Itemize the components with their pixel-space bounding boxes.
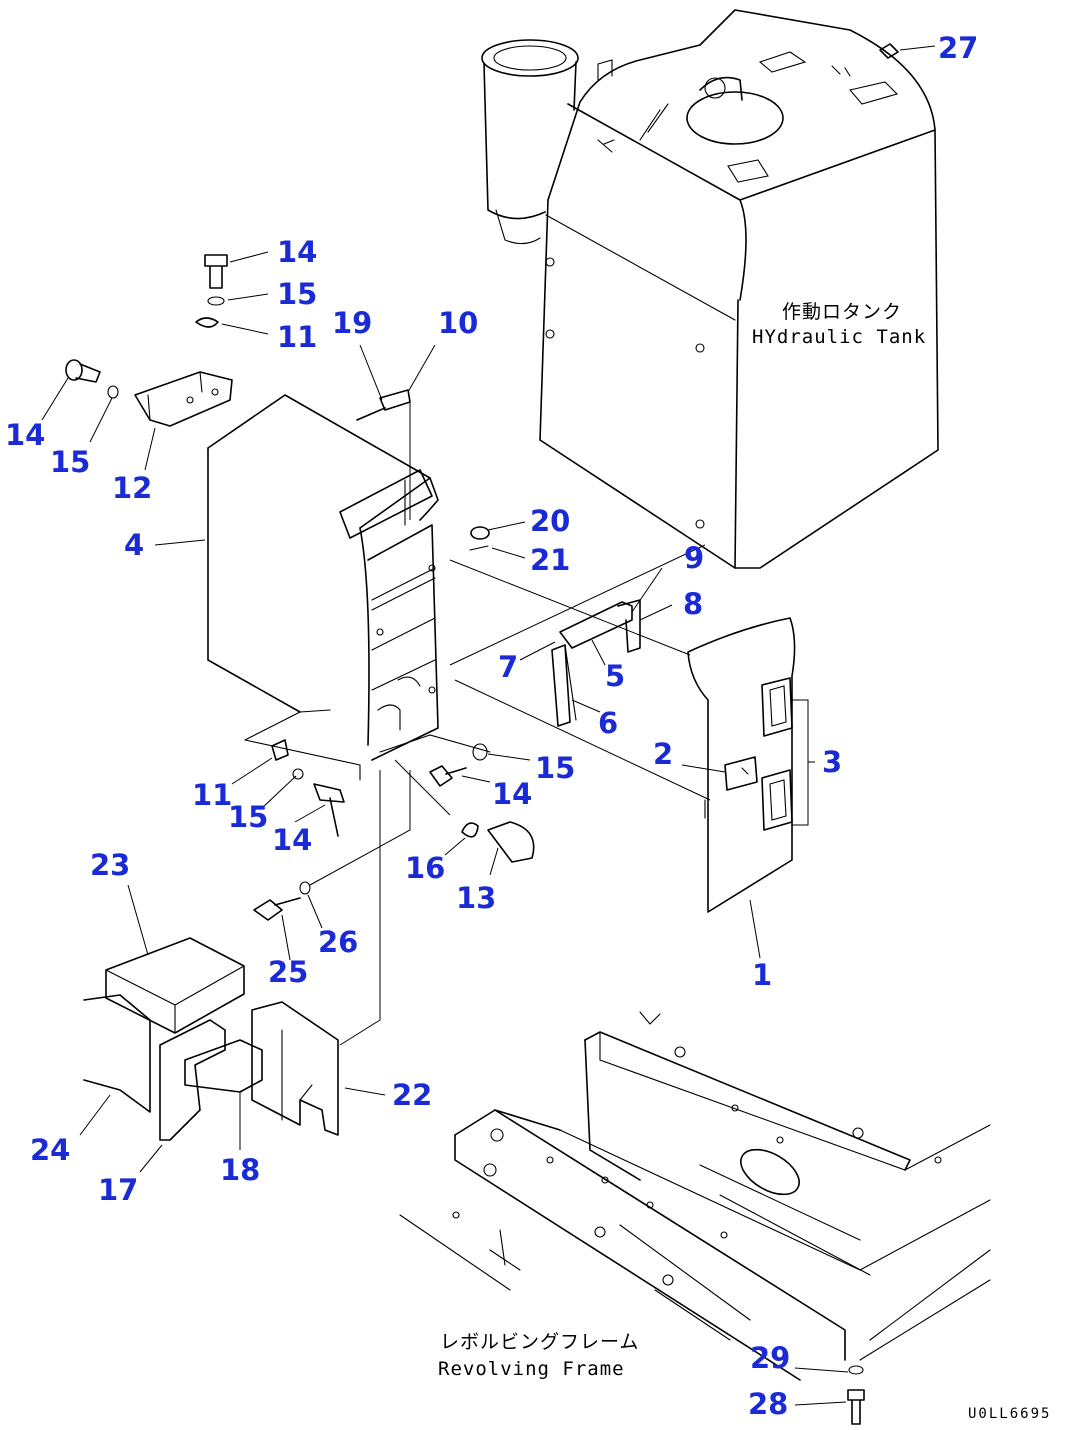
callout-1: 1 [752, 958, 772, 992]
callout-numbers: 1 2 3 4 5 6 7 8 9 10 11 11 12 13 14 14 1… [5, 31, 978, 1421]
callout-8: 8 [683, 587, 703, 621]
revolving-frame [399, 1011, 991, 1381]
callout-12: 12 [112, 471, 152, 505]
callout-11-bottom: 11 [192, 778, 232, 812]
callout-9: 9 [684, 541, 704, 575]
callout-25: 25 [268, 955, 308, 989]
captions: 作動ロタンク HYdraulic Tank レボルビングフレーム Revolvi… [438, 301, 1051, 1422]
callout-10: 10 [438, 306, 478, 340]
callout-6: 6 [598, 706, 618, 740]
callout-14-middle: 14 [492, 777, 532, 811]
callout-28: 28 [748, 1387, 788, 1421]
callout-21: 21 [530, 543, 570, 577]
callout-14-top: 14 [277, 235, 317, 269]
callout-4: 4 [124, 528, 144, 562]
door-panel [687, 617, 796, 913]
hydraulic-tank-caption-jp: 作動ロタンク [782, 301, 902, 323]
handle-bracket [551, 599, 641, 727]
callout-20: 20 [530, 504, 570, 538]
callout-17: 17 [98, 1173, 138, 1207]
bracket [134, 371, 233, 427]
callout-15-middle: 15 [535, 751, 575, 785]
hydraulic-tank [481, 9, 939, 569]
callout-27: 27 [938, 31, 978, 65]
cover-box [207, 394, 491, 781]
callout-29: 29 [750, 1341, 790, 1375]
callout-14-bottom: 14 [272, 823, 312, 857]
callout-11-top: 11 [277, 320, 317, 354]
hydraulic-tank-caption-en: HYdraulic Tank [752, 326, 926, 348]
callout-15-left: 15 [50, 445, 90, 479]
callout-18: 18 [220, 1153, 260, 1187]
callout-3: 3 [822, 745, 842, 779]
callout-13: 13 [456, 881, 496, 915]
callout-14-left: 14 [5, 418, 45, 452]
callout-26: 26 [318, 925, 358, 959]
callout-23: 23 [90, 848, 130, 882]
callout-19: 19 [332, 306, 372, 340]
callout-5: 5 [605, 659, 625, 693]
callout-24: 24 [30, 1133, 70, 1167]
revolving-frame-caption-en: Revolving Frame [438, 1358, 625, 1380]
callout-15-top: 15 [277, 277, 317, 311]
callout-22: 22 [392, 1078, 432, 1112]
callout-7: 7 [498, 650, 518, 684]
drawing-code: U0LL6695 [968, 1406, 1051, 1422]
spacer-blocks [83, 937, 339, 1141]
revolving-frame-caption-jp: レボルビングフレーム [440, 1331, 639, 1353]
callout-2: 2 [653, 737, 673, 771]
assembly-lines [309, 400, 711, 1046]
callout-leaders [41, 45, 936, 1406]
callout-15-bottom: 15 [228, 800, 268, 834]
callout-16: 16 [405, 851, 445, 885]
